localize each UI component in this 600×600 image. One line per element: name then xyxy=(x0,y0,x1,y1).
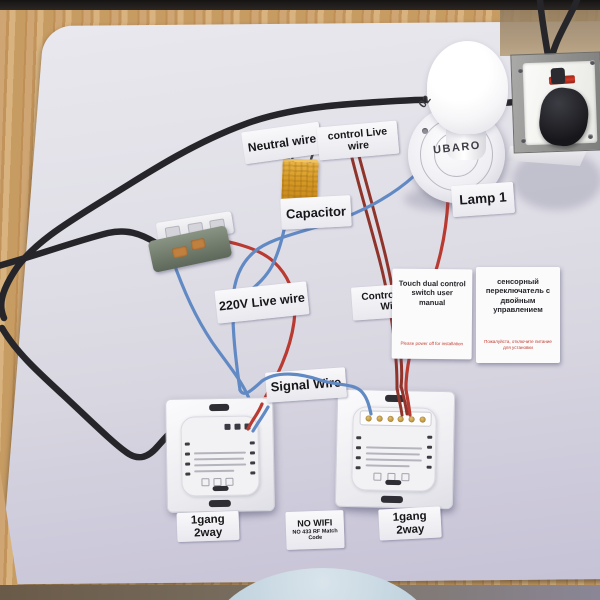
wire-stub-red xyxy=(399,384,409,416)
signal-wire-blue xyxy=(238,372,373,416)
manual-ru-title: сенсорный переключатель с двойным управл… xyxy=(485,277,551,315)
plate-screw xyxy=(518,68,523,73)
wire-stub-red xyxy=(395,386,404,417)
wire-stub-red xyxy=(404,388,412,417)
power-cord xyxy=(0,228,160,269)
screw-hole xyxy=(422,128,428,134)
manual-ru-note: Пожалуйста, отключите питание для устано… xyxy=(484,339,552,351)
lamp-neutral-wire-blue xyxy=(231,174,416,392)
top-dark-strip xyxy=(0,0,600,10)
wire-stub-blue xyxy=(251,405,270,433)
plate-screw xyxy=(590,60,595,65)
plate-screw xyxy=(521,138,526,143)
card-manual-ru: сенсорный переключатель с двойным управл… xyxy=(476,267,560,363)
light-bulb xyxy=(427,41,508,134)
wire-stub-red xyxy=(246,402,264,431)
plate-screw xyxy=(588,134,593,139)
